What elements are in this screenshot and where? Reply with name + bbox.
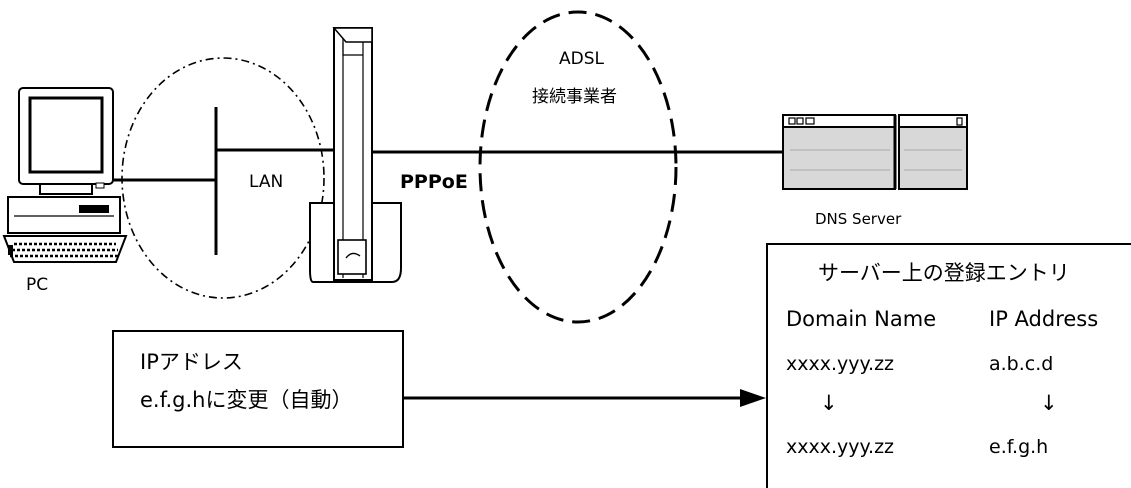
ip-change-box: IPアドレス e.f.g.hに変更（自動） — [112, 330, 404, 448]
provider-label: 接続事業者 — [532, 87, 617, 107]
router-icon — [310, 28, 401, 282]
update-arrowhead — [740, 389, 766, 407]
entry-ip-before: a.b.c.d — [989, 354, 1053, 374]
entry-domain-before: xxxx.yyy.zz — [786, 354, 894, 374]
ip-down-arrow: ↓ — [1040, 390, 1058, 416]
entry-domain-after: xxxx.yyy.zz — [786, 437, 894, 457]
ip-change-line1: IPアドレス — [140, 349, 243, 375]
ip-address-header: IP Address — [989, 306, 1098, 332]
ip-change-line2: e.f.g.hに変更（自動） — [140, 387, 352, 413]
dns-server-icon — [783, 115, 967, 189]
entry-ip-after: e.f.g.h — [989, 437, 1048, 457]
entries-title: サーバー上の登録エントリ — [818, 260, 1070, 286]
dns-server-label: DNS Server — [815, 209, 901, 229]
adsl-label: ADSL — [559, 49, 604, 69]
pppoe-label: PPPoE — [400, 172, 468, 192]
pc-label: PC — [26, 275, 48, 295]
lan-label: LAN — [249, 172, 283, 192]
domain-down-arrow: ↓ — [820, 390, 838, 416]
domain-name-header: Domain Name — [786, 306, 936, 332]
pc-icon — [4, 88, 126, 262]
lan-segment-ellipse — [122, 58, 324, 298]
server-entries-box: サーバー上の登録エントリ Domain Name IP Address xxxx… — [766, 243, 1131, 488]
